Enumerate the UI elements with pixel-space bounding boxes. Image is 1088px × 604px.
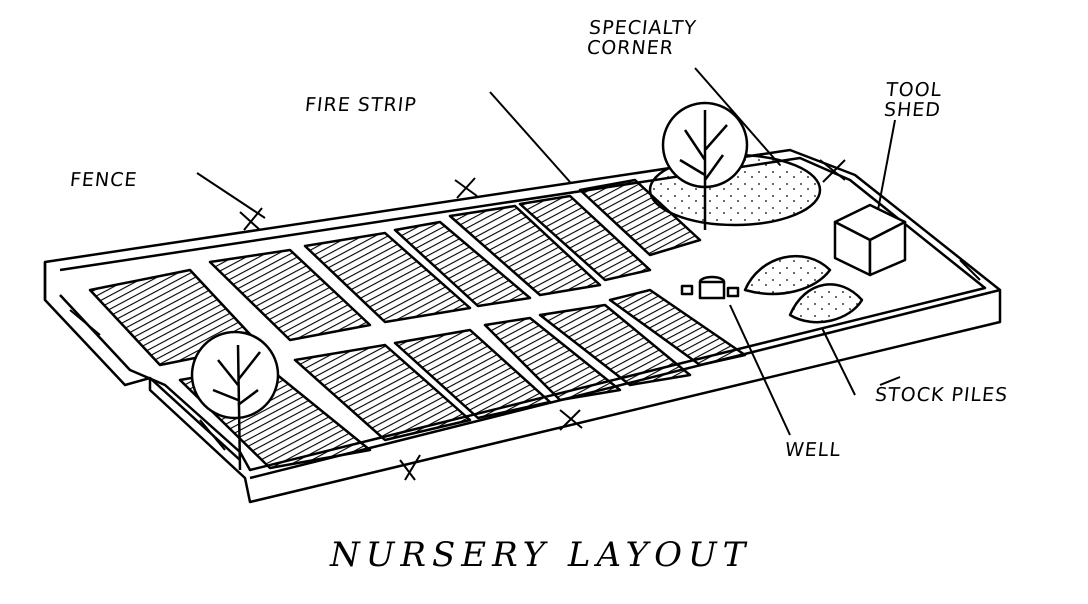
label-well: WELL [783,439,843,461]
well [680,275,740,300]
label-tool-shed: TOOL SHED [882,79,944,121]
tool-shed [833,203,907,277]
label-fence: FENCE [68,169,139,191]
diagram-title: NURSERY LAYOUT [330,535,752,575]
label-shed: SHED [882,99,943,121]
leader-lines [196,67,896,436]
specialty-corner [648,101,822,230]
label-specialty: SPECIALTY [587,17,698,39]
label-fire-strip: FIRE STRIP [303,94,418,116]
label-tool: TOOL [884,79,944,101]
label-stock-piles: STOCK PILES [873,384,1010,406]
label-specialty-corner: SPECIALTY CORNER [585,17,698,59]
stock-piles [743,254,864,324]
tree [190,330,280,471]
label-corner: CORNER [585,37,675,59]
